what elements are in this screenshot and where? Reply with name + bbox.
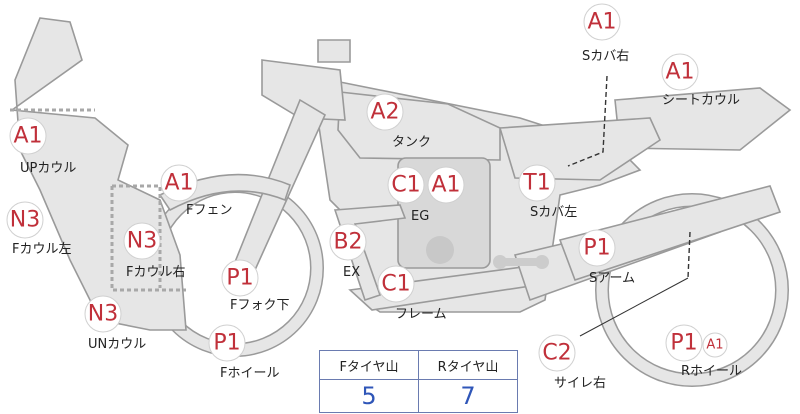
svg-text:A1: A1 — [706, 338, 723, 353]
label-f-wheel: Fホイール — [220, 366, 279, 381]
label-f-cowl-left: Fカウル左 — [12, 242, 71, 257]
badge-un-cowl: N3 — [84, 295, 122, 333]
badge-f-cowl-left: N3 — [6, 201, 44, 239]
svg-text:N3: N3 — [127, 229, 157, 254]
badge-up-cowl: A1 — [9, 117, 47, 155]
svg-text:T1: T1 — [522, 171, 550, 196]
svg-text:B2: B2 — [333, 230, 362, 255]
engine-cover — [426, 236, 454, 264]
label-seat-cowl: シートカウル — [662, 93, 740, 108]
svg-text:P1: P1 — [226, 266, 253, 291]
badge-f-fork: P1 — [221, 259, 259, 297]
svg-text:P1: P1 — [213, 331, 240, 356]
badge-frame: C1 — [377, 265, 415, 303]
svg-text:N3: N3 — [88, 302, 118, 327]
label-front-fender: Fフェン — [186, 203, 232, 218]
badge-s-cover-left: T1 — [518, 164, 556, 202]
svg-text:P1: P1 — [670, 331, 697, 356]
badge-exhaust: B2 — [329, 223, 367, 261]
label-frame: フレーム — [395, 307, 447, 322]
front-tire-value: 5 — [319, 379, 419, 413]
label-s-arm: Sアーム — [589, 271, 635, 286]
svg-text:A1: A1 — [164, 171, 193, 196]
svg-text:A1: A1 — [431, 173, 460, 198]
label-f-cowl-right: Fカウル右 — [126, 265, 185, 280]
badge-s-arm: P1 — [578, 229, 616, 267]
svg-text:A1: A1 — [587, 10, 616, 35]
steering-shape — [317, 39, 351, 63]
badge-r-wheel-p1: P1 — [665, 324, 703, 362]
badge-s-cover-right: A1 — [583, 3, 621, 41]
label-up-cowl: UPカウル — [20, 161, 76, 176]
badge-engine-c1: C1 — [387, 166, 425, 204]
label-engine: EG — [411, 209, 429, 224]
badge-front-fender: A1 — [160, 164, 198, 202]
badge-r-wheel-a1: A1 — [702, 332, 728, 358]
front-tire-header: Fタイヤ山 — [319, 350, 419, 380]
label-s-cover-left: Sカバ左 — [530, 205, 577, 220]
label-un-cowl: UNカウル — [88, 337, 146, 352]
rear-tire-value: 7 — [418, 379, 518, 413]
svg-text:C1: C1 — [391, 173, 420, 198]
rear-tire-header: Rタイヤ山 — [418, 350, 518, 380]
svg-text:A1: A1 — [665, 60, 694, 85]
badge-silencer-right: C2 — [538, 334, 576, 372]
label-s-cover-right: Sカバ右 — [582, 49, 629, 64]
side-cover-shape — [498, 117, 662, 181]
engine-rod-end-b — [535, 255, 549, 269]
cowl-split-mid — [112, 184, 162, 288]
leader-silencer — [579, 277, 689, 337]
badge-tank: A2 — [366, 93, 404, 131]
svg-text:C1: C1 — [381, 272, 410, 297]
badge-seat-cowl: A1 — [661, 53, 699, 91]
label-f-fork: Fフォク下 — [230, 298, 289, 313]
badge-f-wheel: P1 — [208, 324, 246, 362]
svg-text:P1: P1 — [583, 236, 610, 261]
leader-s-cover-right — [567, 75, 608, 167]
svg-text:C2: C2 — [542, 341, 571, 366]
tire-tread-table: Fタイヤ山 Rタイヤ山 5 7 — [319, 350, 518, 413]
badge-engine-a1: A1 — [427, 166, 465, 204]
label-tank: タンク — [392, 135, 431, 150]
svg-text:A2: A2 — [370, 100, 399, 125]
svg-text:A1: A1 — [13, 124, 42, 149]
engine-rod-end-a — [493, 255, 507, 269]
label-r-wheel: Rホイール — [681, 364, 742, 379]
label-silencer-right: サイレ右 — [554, 376, 606, 391]
badge-f-cowl-right: N3 — [123, 222, 161, 260]
svg-text:N3: N3 — [10, 208, 40, 233]
silencer-shape — [558, 185, 782, 282]
label-exhaust: EX — [343, 265, 360, 280]
